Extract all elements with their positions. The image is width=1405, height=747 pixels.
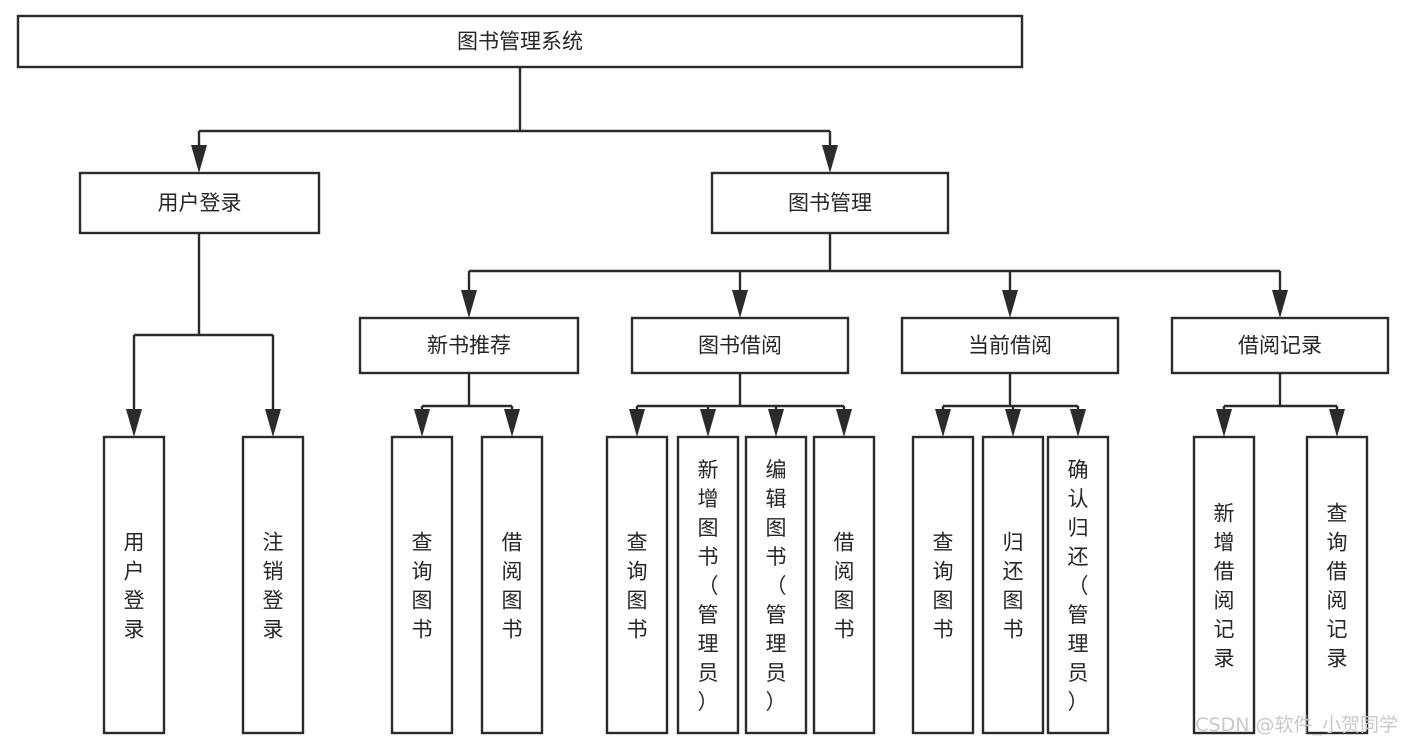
- node-leaf-add-book[interactable]: 新增图书（管理员）: [676, 435, 740, 735]
- node-user-login[interactable]: 用户登录: [78, 171, 321, 235]
- node-current-borrow[interactable]: 当前借阅: [900, 316, 1120, 375]
- connector-edge-bookborrow-split: [629, 373, 852, 437]
- node-label: 图书管理系统: [457, 30, 583, 54]
- node-leaf-return-book[interactable]: 归还图书: [981, 435, 1045, 735]
- node-leaf-add-record[interactable]: 新增借阅记录: [1192, 435, 1256, 735]
- connector-layer: [126, 67, 1345, 437]
- node-label: 图书借阅: [698, 334, 782, 358]
- node-leaf-query-book-3[interactable]: 查询图书: [911, 435, 975, 735]
- node-book-borrow[interactable]: 图书借阅: [630, 316, 850, 375]
- node-label: 注销登录: [263, 531, 284, 642]
- node-leaf-borrow-book-2[interactable]: 借阅图书: [812, 435, 876, 735]
- node-label: 用户登录: [124, 531, 145, 642]
- node-book-manage[interactable]: 图书管理: [710, 171, 950, 235]
- node-borrow-record[interactable]: 借阅记录: [1170, 316, 1390, 375]
- node-label: 借阅图书: [502, 531, 523, 642]
- node-label: 新增借阅记录: [1214, 502, 1235, 671]
- node-leaf-confirm-return[interactable]: 确认归还（管理员）: [1046, 435, 1110, 735]
- node-label: 借阅记录: [1238, 334, 1322, 358]
- node-label: 查询图书: [412, 531, 433, 642]
- node-leaf-logout[interactable]: 注销登录: [241, 435, 305, 735]
- node-label: 查询图书: [627, 531, 648, 642]
- node-root[interactable]: 图书管理系统: [16, 14, 1024, 69]
- node-label: 确认归还（管理员）: [1068, 458, 1089, 714]
- node-label: 新增图书（管理员）: [698, 458, 719, 714]
- connector-edge-newbook-split: [414, 373, 520, 437]
- node-new-book-rec[interactable]: 新书推荐: [358, 316, 580, 375]
- connector-edge-bookmanage-split: [461, 233, 1288, 318]
- node-label: 查询借阅记录: [1327, 502, 1348, 671]
- node-label: 查询图书: [933, 531, 954, 642]
- node-label: 用户登录: [158, 191, 242, 215]
- node-leaf-query-book-1[interactable]: 查询图书: [390, 435, 454, 735]
- node-label: 借阅图书: [834, 531, 855, 642]
- node-leaf-borrow-book-1[interactable]: 借阅图书: [480, 435, 544, 735]
- connector-edge-root-split: [191, 67, 838, 173]
- node-leaf-user-login[interactable]: 用户登录: [102, 435, 166, 735]
- connector-edge-currentborrow-split: [935, 373, 1086, 437]
- node-leaf-edit-book[interactable]: 编辑图书（管理员）: [744, 435, 808, 735]
- node-label: 当前借阅: [968, 334, 1052, 358]
- connector-edge-userlogin-split: [126, 233, 281, 437]
- node-leaf-query-record[interactable]: 查询借阅记录: [1305, 435, 1369, 735]
- node-leaf-query-book-2[interactable]: 查询图书: [605, 435, 669, 735]
- node-label: 图书管理: [788, 191, 872, 215]
- connector-edge-borrowrecord-split: [1216, 373, 1345, 437]
- node-label: 编辑图书（管理员）: [766, 458, 787, 714]
- node-layer: 图书管理系统用户登录图书管理新书推荐图书借阅当前借阅借阅记录用户登录注销登录查询…: [16, 14, 1390, 735]
- node-label: 归还图书: [1003, 531, 1024, 642]
- csdn-watermark: CSDN @软件_小贺同学: [1195, 714, 1398, 736]
- node-label: 新书推荐: [427, 334, 511, 358]
